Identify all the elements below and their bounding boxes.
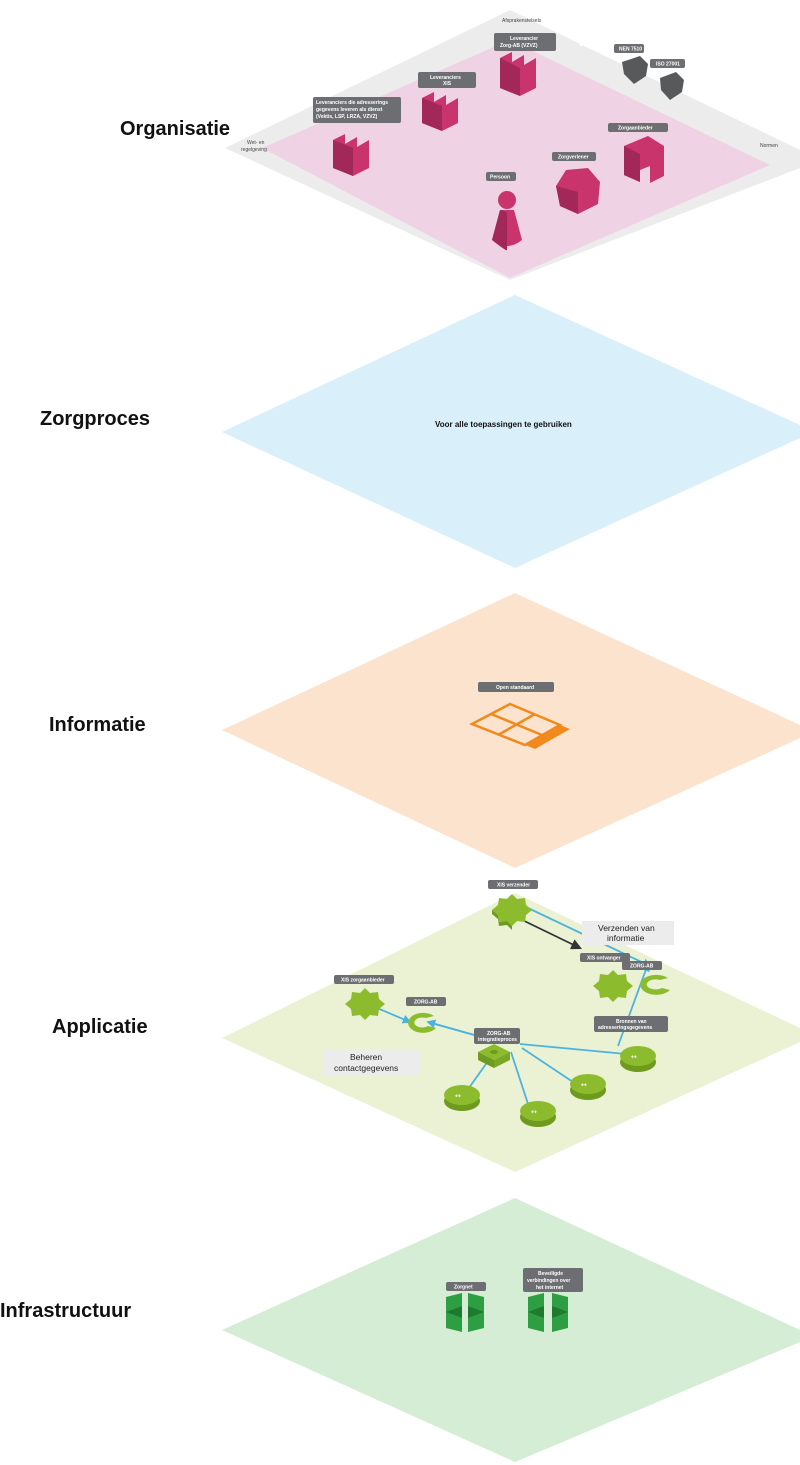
source-disc-1: ↔: [620, 1046, 656, 1072]
svg-text:↔: ↔: [631, 1053, 637, 1061]
zorgnet-label: Zorgnet: [454, 1285, 473, 1291]
beheren-label-2: contactgegevens: [334, 1063, 398, 1073]
zorgab-left-c-icon: [408, 1012, 436, 1033]
zorgnet-network-icon: [446, 1293, 484, 1332]
persoon-label: Persoon: [490, 175, 510, 181]
source-disc-3: ↔: [520, 1101, 556, 1127]
leveranciers-adres-label-2: gegevens leveren als dienst: [316, 107, 383, 113]
persoon-pawn-icon: [492, 191, 522, 251]
bronnen-label-1: Bronnen van: [616, 1019, 647, 1025]
layer-label-organisatie: Organisatie: [120, 118, 231, 140]
xis-zorgaanbieder-gear-icon: [345, 988, 385, 1020]
zorgverlener-label: Zorgverlener: [558, 155, 589, 161]
zorgproces-plane: [222, 295, 800, 568]
svg-text:↔: ↔: [581, 1081, 587, 1089]
infrastructuur-plane: [222, 1198, 800, 1462]
beveiligd-label-2: verbindingen over: [527, 1278, 570, 1284]
source-disc-2: ↔: [570, 1074, 606, 1100]
beveiligde-verbindingen-network-icon: [528, 1293, 568, 1332]
zorgab-left-label: ZORG-AB: [414, 1000, 438, 1006]
beveiligd-label-1: Beveiligde: [538, 1271, 563, 1277]
beveiligd-label-3: het internet: [536, 1285, 564, 1291]
source-disc-4: ↔: [444, 1085, 480, 1111]
zorgaanbieder-building-icon: [624, 136, 664, 183]
iso-shield-icon: [660, 72, 684, 100]
leveranciers-adres-label-1: Leveranciers die adresserings: [316, 100, 388, 106]
wet-regelgeving-label-1: Wet- en: [247, 140, 265, 146]
open-standaard-label: Open standaard: [496, 685, 534, 691]
nen-shield-icon: [622, 56, 648, 84]
zorgaanbieder-label: Zorgaanbieder: [618, 126, 653, 132]
organisatie-layer: Afsprakenstelsels Wet- en regelgeving No…: [225, 10, 800, 280]
leverancier-zorgab-label-2: Zorg-AB (VZVZ): [500, 43, 538, 49]
bronnen-label-2: adresseringsgegevens: [598, 1025, 652, 1031]
layer-label-applicatie: Applicatie: [52, 1016, 148, 1038]
zorgproces-text: Voor alle toepassingen te gebruiken: [435, 420, 572, 429]
xis-verzender-gear-icon: [492, 894, 532, 930]
leverancier-zorgab-label-1: Leverancier: [510, 36, 538, 42]
integratie-label-1: ZORG-AB: [487, 1031, 511, 1037]
factory-adressering-icon: [333, 134, 369, 176]
xis-ontvanger-label: XIS ontvanger: [587, 956, 621, 962]
svg-text:↔: ↔: [531, 1108, 537, 1116]
leveranciers-adres-label-3: (Vektis, LSP, LRZA, VZVZ): [316, 114, 378, 120]
zorgab-right-label: ZORG-AB: [630, 964, 654, 970]
wet-regelgeving-label-2: regelgeving: [241, 147, 267, 153]
factory-xis-icon: [422, 92, 458, 131]
integratie-label-2: integratieproces: [478, 1037, 517, 1043]
xis-verzender-label: XIS verzender: [497, 883, 530, 889]
layer-label-infrastructuur: Infrastructuur: [0, 1300, 132, 1322]
leveranciers-xis-label-2: XIS: [443, 81, 452, 87]
integratieproces-block-icon: [478, 1044, 510, 1068]
svg-text:↔: ↔: [455, 1092, 461, 1100]
informatie-layer: Open standaard: [222, 593, 800, 868]
layer-label-informatie: Informatie: [49, 714, 146, 736]
zorgproces-layer: Voor alle toepassingen te gebruiken: [222, 295, 800, 568]
normen-label: Normen: [760, 143, 778, 149]
factory-zorgab-icon: [500, 52, 536, 96]
layer-label-zorgproces: Zorgproces: [40, 408, 151, 430]
afsprakenstelsels-label: Afsprakenstelsels: [502, 18, 542, 24]
iso-label: ISO 27001: [656, 62, 680, 68]
xis-zorgaanbieder-label: XIS zorgaanbieder: [341, 978, 385, 984]
zorgab-right-c-icon: [640, 974, 670, 995]
verzenden-label-2: informatie: [607, 933, 645, 943]
informatie-plane: [222, 593, 800, 868]
applicatie-layer: XIS verzender Verzenden van informatie Z…: [222, 880, 800, 1172]
verzenden-label-1: Verzenden van: [598, 923, 655, 933]
xis-ontvanger-gear-icon: [593, 970, 633, 1002]
infrastructuur-layer: Zorgnet Beveiligde verbindingen over het…: [222, 1198, 800, 1462]
beheren-label-1: Beheren: [350, 1052, 382, 1062]
nen-label: NEN 7510: [619, 47, 642, 53]
leveranciers-xis-label-1: Leveranciers: [430, 75, 461, 81]
